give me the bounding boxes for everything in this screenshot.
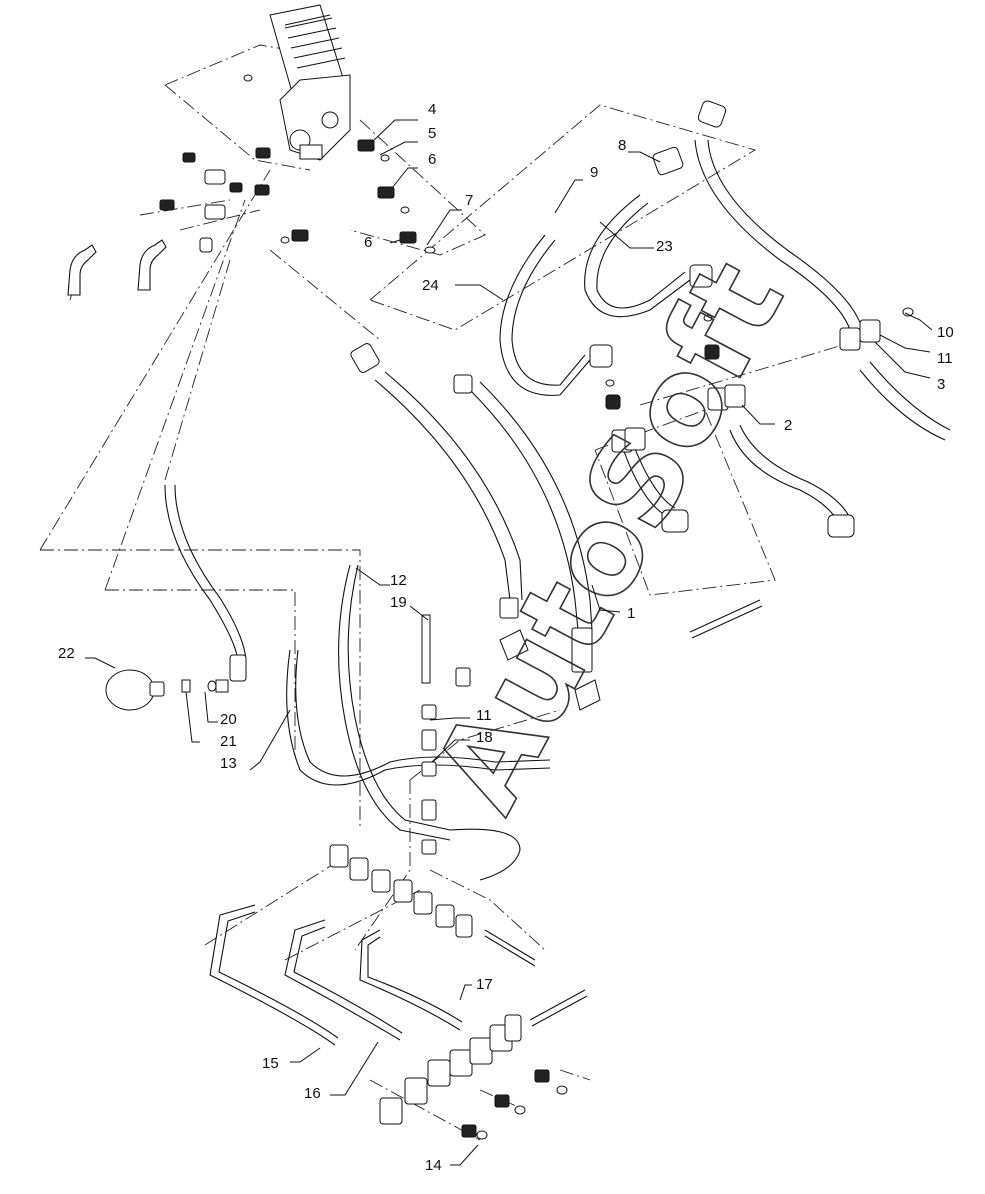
callout-16: 16 [304,1085,321,1102]
fitting-6-upper [377,186,395,199]
tube-17 [359,929,463,1031]
hose-1 [350,343,601,711]
callout-8: 8 [618,137,626,154]
callout-5: 5 [428,125,436,142]
callout-18: 18 [476,729,493,746]
hose-3 [694,100,951,441]
callout-6-lower: 6 [364,234,372,251]
callout-21: 21 [220,733,237,750]
callout-17: 17 [476,976,493,993]
callout-labels: 4 5 6 7 6 8 9 23 24 10 11 3 2 1 12 19 11… [58,101,954,1174]
watermark: AutoSoft [408,240,812,834]
callout-19: 19 [390,594,407,611]
fitting-6-lower [399,231,417,244]
callout-11-right: 11 [937,350,953,367]
callout-2: 2 [784,417,792,434]
callout-6-upper: 6 [428,151,436,168]
clamp-2-assembly [605,314,855,639]
callout-leaders [85,119,933,1166]
hose-23 [584,146,713,318]
callout-22: 22 [58,645,75,662]
valve-fittings [159,74,436,254]
lower-clamp-block [329,844,588,1027]
callout-1: 1 [627,605,635,622]
callout-20: 20 [220,711,237,728]
left-hose-ends [67,239,167,296]
callout-12: 12 [390,572,407,589]
callout-9: 9 [590,164,598,181]
callout-13: 13 [220,755,237,772]
tube-16 [284,919,403,1041]
callout-10: 10 [937,324,954,341]
callout-23: 23 [656,238,673,255]
callout-7: 7 [465,192,473,209]
lower-fittings-14 [379,1014,568,1140]
watermark-text: AutoSoft [408,240,811,832]
hose-13 [164,484,551,881]
accumulator-22 [105,669,229,711]
hose-24 [499,234,613,396]
callout-24: 24 [422,277,439,294]
callout-11-center: 11 [476,707,492,724]
callout-14: 14 [425,1157,442,1174]
callout-4: 4 [428,101,436,118]
control-valve-assembly [269,4,351,161]
callout-3: 3 [937,376,945,393]
fitting-4 [357,139,375,152]
clamp-stack-18 [421,614,471,855]
tube-15 [209,904,339,1046]
callout-15: 15 [262,1055,279,1072]
